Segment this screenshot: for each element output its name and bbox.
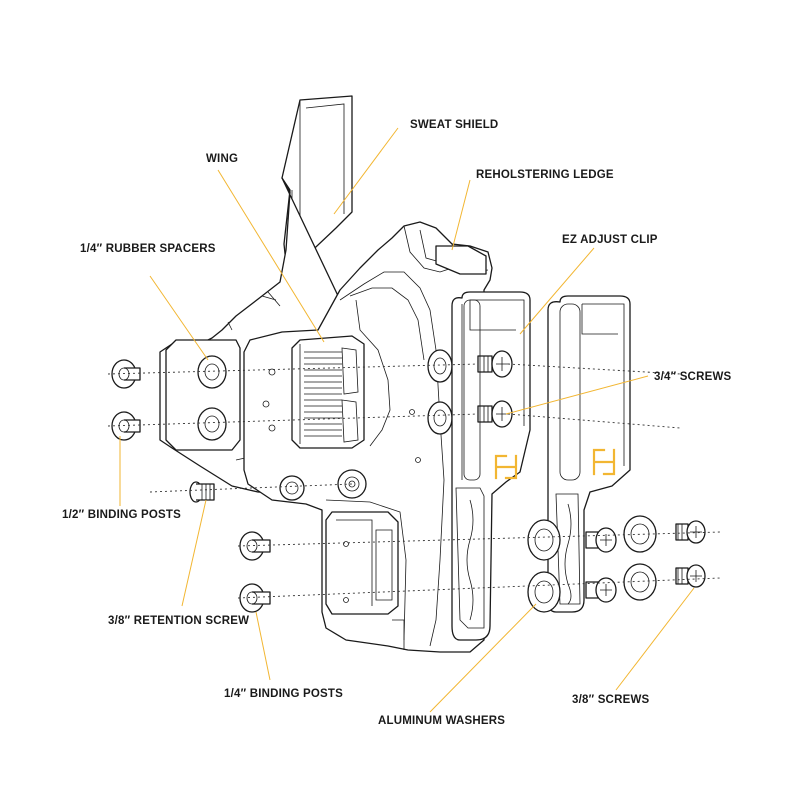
label-half-binding-posts: 1/2″ BINDING POSTS <box>62 509 181 521</box>
ez-adjust-clip-2 <box>547 295 631 613</box>
three-eighth-screws-set <box>585 515 706 603</box>
label-ez-adjust-clip: EZ ADJUST CLIP <box>562 234 658 246</box>
aluminum-washers <box>527 519 561 613</box>
holster-shell <box>243 221 493 653</box>
label-reholstering-ledge: REHOLSTERING LEDGE <box>476 169 614 181</box>
quarter-binding-posts <box>239 531 271 613</box>
three-quarter-screws <box>477 350 513 428</box>
three-quarter-spacers <box>427 349 453 435</box>
retention-screw <box>189 481 215 503</box>
wing-grip <box>291 335 365 449</box>
label-quarter-binding-posts: 1/4″ BINDING POSTS <box>224 688 343 700</box>
callout-labels: SWEAT SHIELD WING REHOLSTERING LEDGE 1/4… <box>62 119 731 727</box>
brand-logo-2-glyph <box>592 448 616 476</box>
label-three-quarter-screws: 3/4″ SCREWS <box>654 371 731 383</box>
hook-logo-2 <box>592 448 616 476</box>
label-retention-screw: 3/8″ RETENTION SCREW <box>108 615 249 627</box>
label-wing: WING <box>206 153 238 165</box>
brand-logo-1-glyph <box>494 454 518 480</box>
label-sweat-shield: SWEAT SHIELD <box>410 119 498 131</box>
label-aluminum-washers: ALUMINUM WASHERS <box>378 715 505 727</box>
hook-logo-1 <box>494 454 518 480</box>
ez-adjust-clip-1 <box>451 291 531 641</box>
assembly-axes <box>107 363 721 599</box>
label-three-eighth-screws: 3/8″ SCREWS <box>572 694 649 706</box>
rubber-spacer-plate <box>165 339 241 451</box>
label-rubber-spacers: 1/4″ RUBBER SPACERS <box>80 243 216 255</box>
half-binding-posts <box>111 359 141 441</box>
leader-lines <box>119 127 695 713</box>
